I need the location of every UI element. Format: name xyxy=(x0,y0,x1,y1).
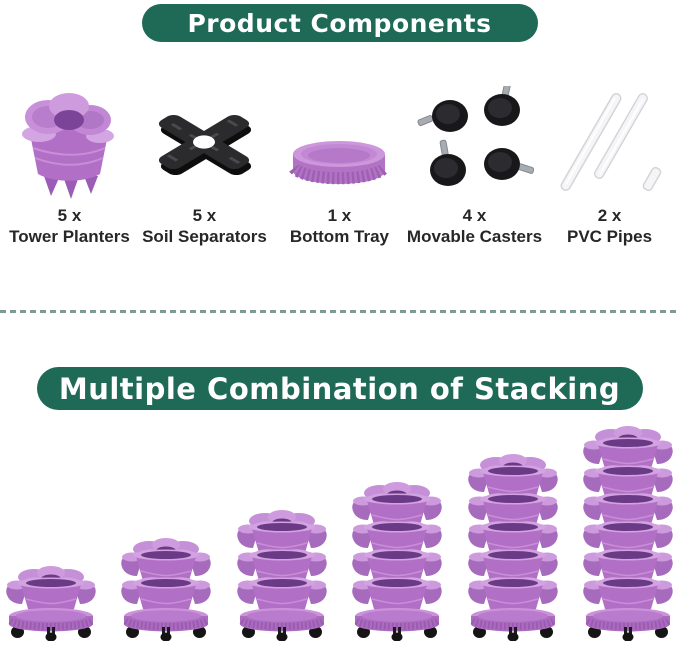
component-pvc-pipes: 2 x PVC Pipes xyxy=(542,86,677,248)
components-title-text: Product Components xyxy=(187,8,492,38)
soil-separators-icon xyxy=(142,86,267,202)
component-qty: 2 x xyxy=(597,206,622,225)
stack-tower-5-tiers xyxy=(466,453,560,646)
component-bottom-tray: 1 x Bottom Tray xyxy=(272,86,407,248)
component-qty: 4 x xyxy=(462,206,487,225)
component-name: Movable Casters xyxy=(406,227,543,247)
components-row: 5 x Tower Planters 5 x xyxy=(2,86,677,248)
tower-planters-icon xyxy=(13,86,125,202)
component-name: Bottom Tray xyxy=(289,227,390,247)
components-section-title: Product Components xyxy=(141,4,538,42)
component-name: Soil Separators xyxy=(142,227,267,247)
component-name: Tower Planters xyxy=(9,227,130,247)
movable-casters-icon xyxy=(414,86,535,202)
stack-tower-3-tiers xyxy=(235,509,329,646)
stacking-title-text: Multiple Combination of Stacking xyxy=(58,371,621,406)
stack-tower-1-tiers xyxy=(4,565,98,646)
dashed-divider xyxy=(0,310,679,313)
component-tower-planters: 5 x Tower Planters xyxy=(2,86,137,248)
component-qty: 1 x xyxy=(327,206,352,225)
pvc-pipes-icon xyxy=(549,86,671,202)
stack-tower-6-tiers xyxy=(581,425,675,646)
stacking-row xyxy=(4,425,675,646)
component-name: PVC Pipes xyxy=(566,227,653,247)
component-qty: 5 x xyxy=(192,206,217,225)
bottom-tray-icon xyxy=(285,86,393,202)
component-soil-separators: 5 x Soil Separators xyxy=(137,86,272,248)
stack-tower-4-tiers xyxy=(350,481,444,646)
stack-tower-2-tiers xyxy=(119,537,213,646)
component-movable-casters: 4 x Movable Casters xyxy=(407,86,542,248)
component-qty: 5 x xyxy=(57,206,82,225)
stacking-section-title: Multiple Combination of Stacking xyxy=(36,367,643,410)
